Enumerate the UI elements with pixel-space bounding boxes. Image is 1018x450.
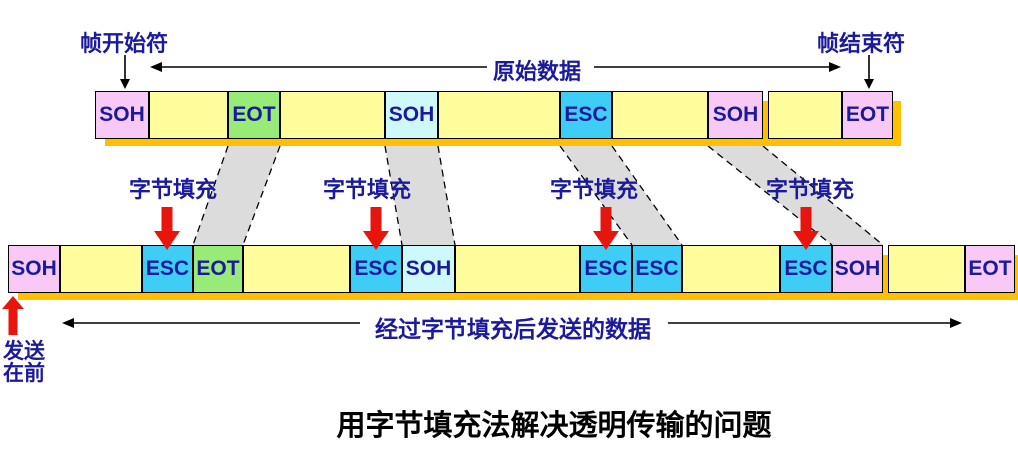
original-frame-soh-byte: SOH bbox=[708, 91, 763, 139]
stuffed-frame-esc-byte: ESC bbox=[780, 245, 832, 293]
send-first-line2: 在前 bbox=[3, 362, 45, 385]
stuffed-frame-shadow-bottom bbox=[18, 293, 1018, 300]
original-frame-shadow-bottom bbox=[105, 139, 901, 146]
original-frame-eot-byte: EOT bbox=[228, 91, 280, 139]
stuffed-frame-eot-byte: EOT bbox=[965, 245, 1015, 293]
frame-end-label: 帧结束符 bbox=[817, 31, 906, 56]
original-frame-esc-byte: ESC bbox=[560, 91, 612, 139]
send-first-label: 发送 在前 bbox=[3, 341, 45, 385]
original-frame-data-segment bbox=[280, 91, 385, 139]
stuffed-frame-data-segment bbox=[60, 245, 142, 293]
stuffed-data-label: 经过字节填充后发送的数据 bbox=[375, 316, 651, 342]
stuffed-frame-esc-byte: ESC bbox=[580, 245, 632, 293]
stuffed-frame-soh-byte: SOH bbox=[402, 245, 455, 293]
stuffed-frame-eot-byte: EOT bbox=[193, 245, 243, 293]
original-frame-soh-byte: SOH bbox=[95, 91, 149, 139]
byte-stuffing-label: 字节填充 bbox=[322, 177, 412, 202]
stuffed-frame-soh-byte: SOH bbox=[8, 245, 60, 293]
frame-start-label: 帧开始符 bbox=[80, 31, 169, 56]
stuffed-frame-shadow-right bbox=[1015, 255, 1018, 293]
diagram-title: 用字节填充法解决透明传输的问题 bbox=[336, 410, 772, 442]
byte-stuffing-label: 字节填充 bbox=[765, 177, 855, 202]
byte-stuffing-label: 字节填充 bbox=[128, 177, 218, 202]
stuffed-frame-data-segment bbox=[888, 245, 965, 293]
original-frame-data-segment bbox=[768, 91, 842, 139]
original-frame-data-segment bbox=[149, 91, 228, 139]
stuffed-frame-esc-byte: ESC bbox=[142, 245, 193, 293]
original-frame-data-segment bbox=[612, 91, 708, 139]
original-frame-soh-byte: SOH bbox=[385, 91, 438, 139]
byte-stuffing-label: 字节填充 bbox=[549, 177, 639, 202]
stuffed-frame-data-segment bbox=[243, 245, 350, 293]
original-frame-eot-byte: EOT bbox=[842, 91, 893, 139]
original-frame-shadow-right bbox=[893, 101, 901, 139]
original-frame-data-segment bbox=[438, 91, 560, 139]
original-frame-shadow-break bbox=[763, 101, 768, 146]
stuffed-frame-data-segment bbox=[682, 245, 780, 293]
original-data-label: 原始数据 bbox=[492, 59, 582, 84]
stuffed-frame-data-segment bbox=[455, 245, 580, 293]
send-first-line1: 发送 bbox=[3, 340, 45, 363]
stuffed-frame-shadow-break bbox=[883, 255, 888, 300]
stuffed-frame-soh-byte: SOH bbox=[832, 245, 883, 293]
stuffed-frame-esc-byte: ESC bbox=[632, 245, 682, 293]
stuffed-frame-esc-byte: ESC bbox=[350, 245, 402, 293]
